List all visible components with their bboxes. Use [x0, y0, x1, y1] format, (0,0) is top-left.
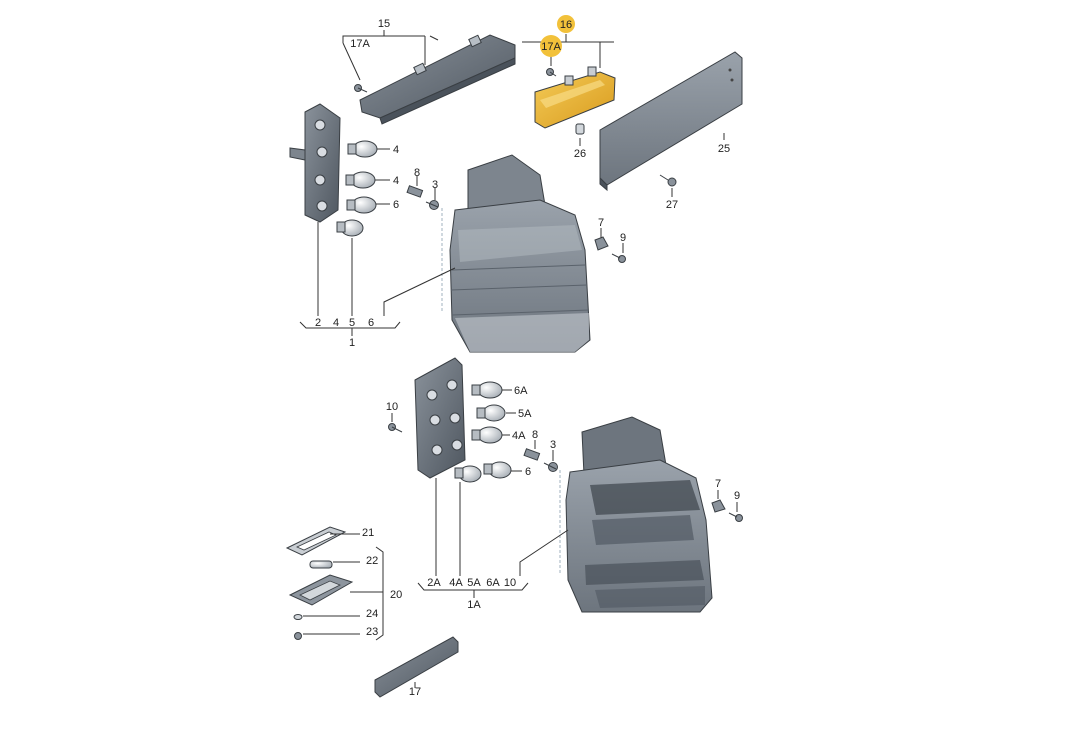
washer-24[interactable] — [293, 614, 303, 620]
callout-10-upper[interactable]: 10 — [386, 401, 398, 413]
callout-2A[interactable]: 2A — [427, 577, 441, 589]
callout-4-bottom[interactable]: 4 — [333, 317, 339, 329]
screw-23[interactable] — [294, 632, 302, 640]
tail-lamp-1[interactable] — [449, 154, 591, 353]
lamp-housing-20[interactable] — [288, 574, 354, 606]
callout-5A-bottom[interactable]: 5A — [467, 577, 481, 589]
leader-lines — [299, 30, 738, 688]
callout-6A[interactable]: 6A — [514, 385, 528, 397]
callout-5[interactable]: 5 — [349, 317, 355, 329]
bulb-6-lower[interactable] — [483, 461, 512, 479]
bolt-8-lower[interactable] — [523, 448, 541, 461]
callout-9-lower[interactable]: 9 — [734, 490, 740, 502]
callout-16[interactable]: 16 — [560, 19, 572, 31]
bulb-4A[interactable] — [471, 426, 503, 444]
nut-3-lower[interactable] — [543, 462, 558, 472]
highlight-badge-16 — [557, 15, 575, 33]
bulb-5A[interactable] — [476, 404, 506, 422]
callout-27[interactable]: 27 — [666, 199, 678, 211]
highlight-badge-17A — [540, 35, 562, 57]
tail-lamp-1A[interactable] — [565, 416, 713, 613]
bulb-4A-lower[interactable] — [454, 465, 482, 483]
callout-15[interactable]: 15 — [378, 18, 390, 30]
bulb-5-upper[interactable] — [336, 219, 364, 237]
bulb-6A[interactable] — [471, 381, 503, 399]
callout-1A[interactable]: 1A — [467, 599, 481, 611]
clip-7-lower[interactable] — [711, 499, 726, 513]
callout-3-upper[interactable]: 3 — [432, 179, 438, 191]
callout-17A-right[interactable]: 17A — [541, 41, 561, 53]
festoon-bulb-22[interactable] — [309, 560, 333, 569]
callout-4A[interactable]: 4A — [512, 430, 526, 442]
bulb-holder-2A[interactable] — [414, 357, 466, 479]
screw-9-upper[interactable] — [611, 253, 626, 263]
bulb-4-upper[interactable] — [347, 140, 378, 158]
bolt-8-upper[interactable] — [406, 185, 424, 198]
lamp-lens-gasket-21[interactable] — [285, 526, 347, 556]
callout-4-mid[interactable]: 4 — [393, 175, 399, 187]
callout-7-lower[interactable]: 7 — [715, 478, 721, 490]
callout-9-upper[interactable]: 9 — [620, 232, 626, 244]
callout-7-upper[interactable]: 7 — [598, 217, 604, 229]
screw-17A-top-right[interactable] — [546, 68, 557, 77]
callout-20[interactable]: 20 — [390, 589, 402, 601]
screw-17A-top-left[interactable] — [354, 84, 368, 93]
screw-27[interactable] — [659, 174, 677, 187]
callout-17A-left[interactable]: 17A — [350, 38, 370, 50]
clip-7-upper[interactable] — [594, 236, 609, 251]
callout-labels: 15 17A 16 17A 25 26 27 4 4 6 8 3 7 9 2 4… — [315, 18, 740, 698]
callout-4-upper[interactable]: 4 — [393, 144, 399, 156]
callout-10-bottom[interactable]: 10 — [504, 577, 516, 589]
callout-26[interactable]: 26 — [574, 148, 586, 160]
callout-2[interactable]: 2 — [315, 317, 321, 329]
screw-9-lower[interactable] — [728, 512, 743, 522]
callout-21[interactable]: 21 — [362, 527, 374, 539]
clip-26[interactable] — [575, 123, 585, 135]
bulb-4-lower[interactable] — [345, 171, 376, 189]
amber-side-marker-16[interactable] — [534, 66, 616, 129]
trim-panel-25[interactable] — [599, 51, 743, 192]
bulb-6-upper[interactable] — [346, 196, 377, 214]
screw-10[interactable] — [388, 423, 403, 433]
callout-4A-bottom[interactable]: 4A — [449, 577, 463, 589]
callout-1[interactable]: 1 — [349, 337, 355, 349]
reflector-strip-15[interactable] — [359, 34, 516, 125]
callout-23[interactable]: 23 — [366, 626, 378, 638]
callout-6-bottom[interactable]: 6 — [368, 317, 374, 329]
nut-3-upper[interactable] — [425, 200, 439, 210]
callout-22[interactable]: 22 — [366, 555, 378, 567]
callout-6-lower[interactable]: 6 — [525, 466, 531, 478]
callout-24[interactable]: 24 — [366, 608, 378, 620]
reflector-strip-17[interactable] — [374, 636, 459, 698]
callout-3-lower[interactable]: 3 — [550, 439, 556, 451]
bulb-holder-2[interactable] — [289, 103, 341, 223]
callout-8-upper[interactable]: 8 — [414, 167, 420, 179]
callout-5A[interactable]: 5A — [518, 408, 532, 420]
callout-6-upper[interactable]: 6 — [393, 199, 399, 211]
callout-6A-bottom[interactable]: 6A — [486, 577, 500, 589]
callout-25[interactable]: 25 — [718, 143, 730, 155]
callout-17[interactable]: 17 — [409, 686, 421, 698]
callout-8-lower[interactable]: 8 — [532, 429, 538, 441]
